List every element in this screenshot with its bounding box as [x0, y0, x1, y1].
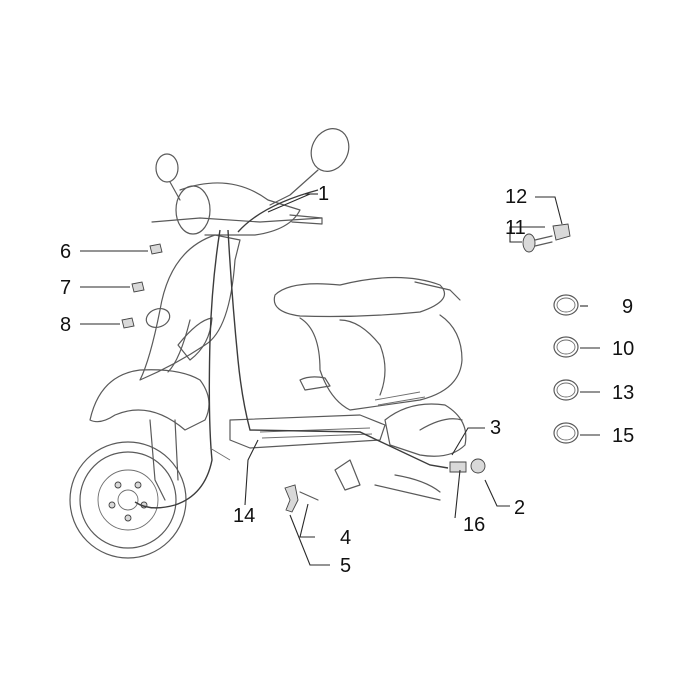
callout-4: 4: [340, 527, 351, 549]
ring-10: [553, 336, 579, 358]
callout-10: 10: [612, 338, 634, 360]
ring-9: [553, 294, 579, 316]
callout-3: 3: [490, 417, 501, 439]
loose-parts: [121, 223, 579, 513]
callout-14: 14: [233, 505, 255, 527]
callout-7: 7: [60, 277, 71, 299]
callout-1: 1: [318, 183, 329, 205]
ring-15: [553, 422, 579, 444]
callout-16: 16: [463, 514, 485, 536]
clip-nut-12: [552, 223, 571, 241]
cable-clip-8: [121, 317, 135, 329]
callout-8: 8: [60, 314, 71, 336]
cable-end-16: [449, 461, 467, 473]
callout-2: 2: [514, 497, 525, 519]
grommet-2: [470, 458, 486, 474]
callout-13: 13: [612, 382, 634, 404]
cable-clip-7: [131, 281, 145, 293]
cable-clip-6: [149, 243, 163, 255]
callout-11: 11: [505, 217, 526, 239]
scooter-illustration: [69, 128, 467, 559]
bolt-4: [299, 491, 319, 501]
callout-9: 9: [622, 296, 633, 318]
callout-5: 5: [340, 555, 351, 577]
callout-12: 12: [505, 186, 527, 208]
screw-11: [522, 233, 553, 253]
leader-lines: [80, 193, 600, 566]
ring-13: [553, 379, 579, 401]
callout-labels: 1 2 3 4 5 6 7 8 9 10 11 12 13 14 15 16: [60, 183, 634, 577]
callout-15: 15: [612, 425, 634, 447]
callout-6: 6: [60, 241, 71, 263]
bracket-5: [284, 484, 299, 513]
